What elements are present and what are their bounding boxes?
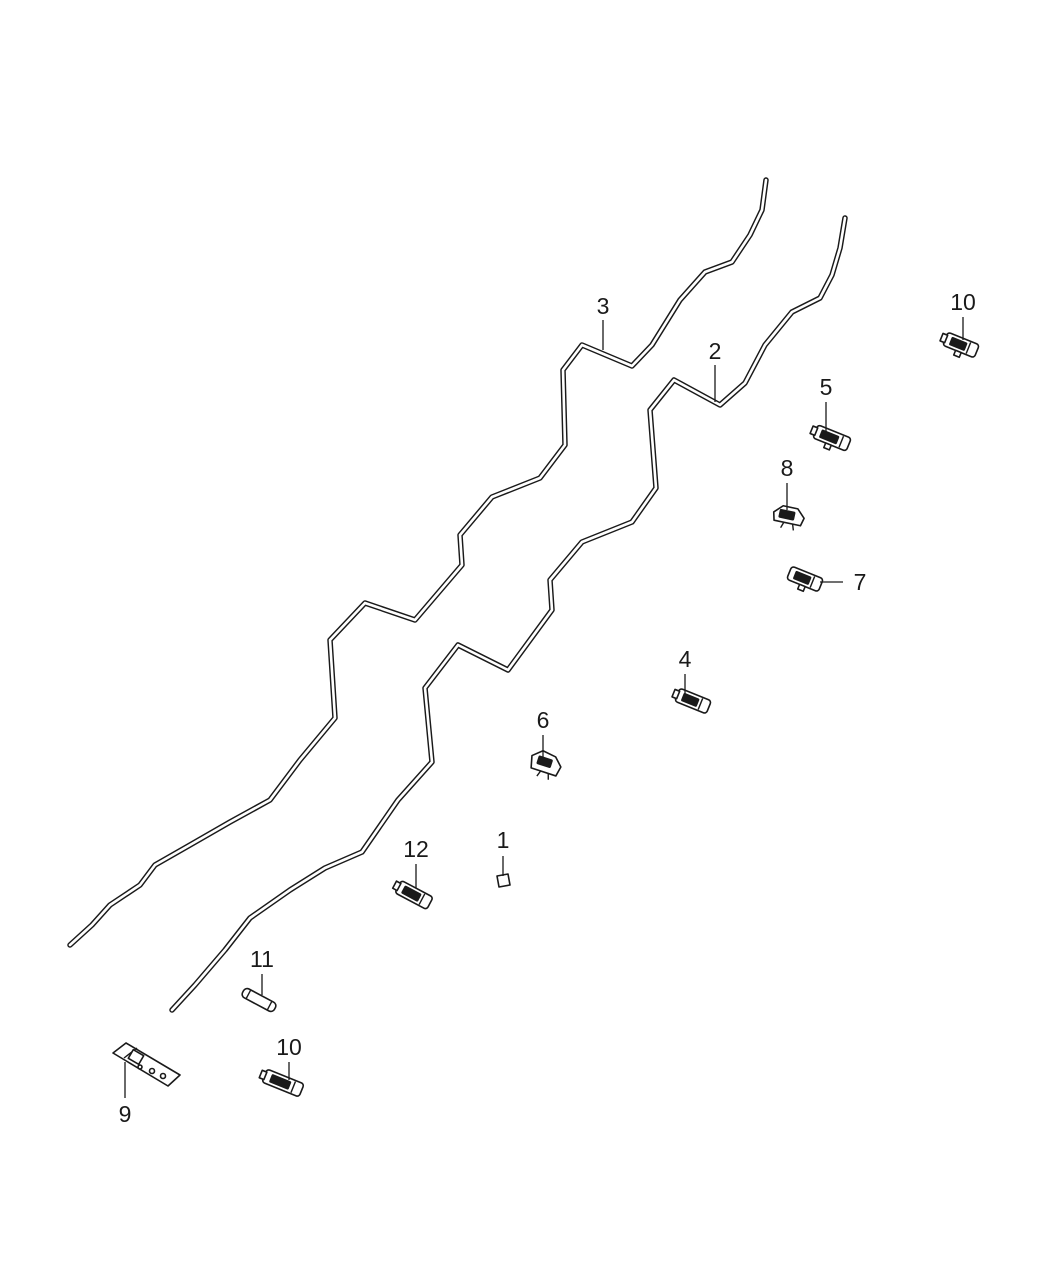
callout-8: 8 [781, 455, 794, 481]
callout-labels: 3 2 10 5 8 7 4 6 1 12 11 10 9 [119, 289, 976, 1127]
callout-10-upper: 10 [950, 289, 976, 315]
part-6-clip [530, 749, 562, 780]
callout-10-lower: 10 [276, 1034, 302, 1060]
callout-9: 9 [119, 1101, 132, 1127]
callout-7: 7 [854, 569, 867, 595]
callout-2: 2 [709, 338, 722, 364]
part-11-sleeve [241, 987, 277, 1013]
callout-1: 1 [497, 827, 510, 853]
leader-lines [124, 317, 964, 1098]
callout-5: 5 [820, 374, 833, 400]
callout-4: 4 [679, 646, 692, 672]
part-12-clip [391, 880, 433, 910]
part-10-clip-upper [939, 332, 980, 359]
brake-tube-2 [169, 215, 848, 1013]
callout-11: 11 [250, 946, 274, 972]
callout-12: 12 [403, 836, 429, 862]
part-10-clip-lower [258, 1069, 305, 1097]
callout-3: 3 [597, 293, 610, 319]
part-7-clip [786, 566, 824, 593]
part-1-plug [496, 873, 511, 888]
part-4-clip [671, 688, 712, 714]
part-5-clip [809, 424, 852, 452]
callout-6: 6 [537, 707, 550, 733]
brake-tube-3 [67, 177, 769, 948]
part-9-bracket [112, 1042, 181, 1087]
part-8-clip [772, 504, 805, 531]
